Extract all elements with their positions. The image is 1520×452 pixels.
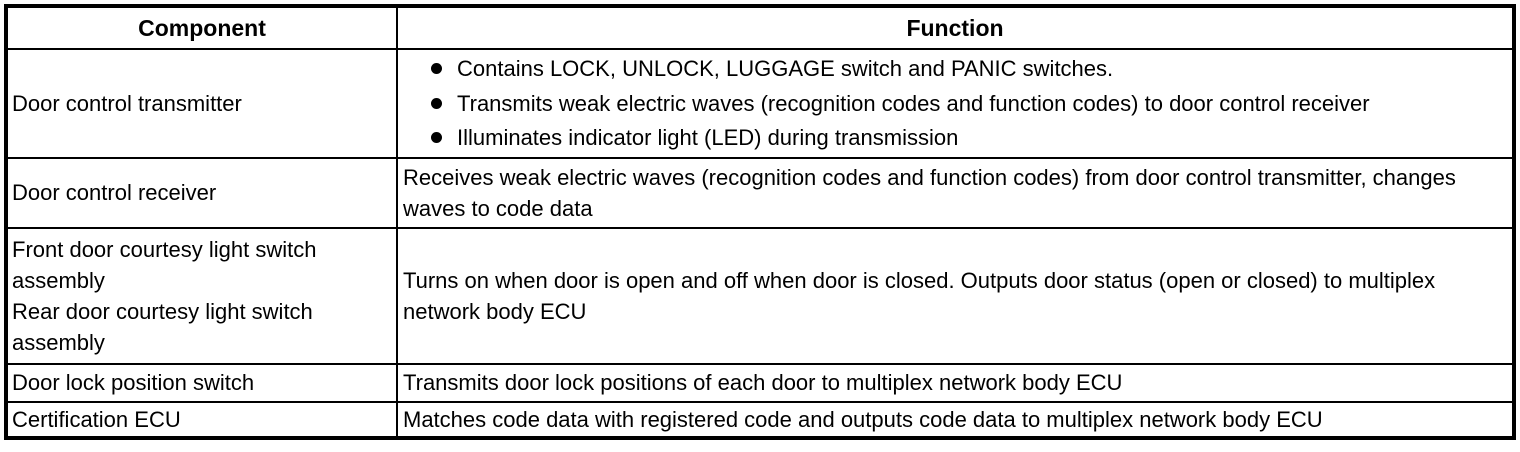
function-text: Transmits weak electric waves (recogniti…	[457, 90, 1370, 116]
component-name: Certification ECU	[12, 406, 181, 432]
table-row-function-courtesy-light-switches: Turns on when door is open and off when …	[396, 227, 1512, 363]
column-header-function: Function	[396, 8, 1512, 48]
component-name: Front door courtesy light switch assembl…	[12, 236, 317, 293]
function-bullet-list: Contains LOCK, UNLOCK, LUGGAGE switch an…	[403, 50, 1506, 157]
component-name: Rear door courtesy light switch assembly	[12, 299, 313, 356]
bullet-icon	[431, 132, 442, 144]
component-function-table: Component Function Door control transmit…	[4, 4, 1516, 440]
component-name: Door control receiver	[12, 180, 217, 206]
table-row-function-certification-ecu: Matches code data with registered code a…	[396, 401, 1512, 436]
bullet-icon	[431, 63, 442, 75]
table-row-component-door-control-transmitter: Door control transmitter	[8, 48, 396, 157]
component-name: Door lock position switch	[12, 370, 255, 396]
component-name: Door control transmitter	[12, 90, 242, 116]
table-row-component-door-control-receiver: Door control receiver	[8, 157, 396, 227]
table-row-component-courtesy-light-switches: Front door courtesy light switch assembl…	[8, 227, 396, 363]
list-item: Illuminates indicator light (LED) during…	[403, 122, 1506, 153]
table-row-component-certification-ecu: Certification ECU	[8, 401, 396, 436]
list-item: Contains LOCK, UNLOCK, LUGGAGE switch an…	[403, 53, 1506, 84]
function-text: Turns on when door is open and off when …	[403, 267, 1436, 324]
table-row-function-door-control-transmitter: Contains LOCK, UNLOCK, LUGGAGE switch an…	[396, 48, 1512, 157]
function-text: Transmits door lock positions of each do…	[403, 370, 1123, 396]
bullet-icon	[431, 97, 442, 109]
function-text: Contains LOCK, UNLOCK, LUGGAGE switch an…	[457, 56, 1114, 82]
table-row-component-door-lock-position-switch: Door lock position switch	[8, 363, 396, 401]
table-row-function-door-lock-position-switch: Transmits door lock positions of each do…	[396, 363, 1512, 401]
table-row-function-door-control-receiver: Receives weak electric waves (recognitio…	[396, 157, 1512, 227]
function-text: Receives weak electric waves (recognitio…	[403, 164, 1456, 221]
function-text: Matches code data with registered code a…	[403, 406, 1323, 432]
list-item: Transmits weak electric waves (recogniti…	[403, 88, 1506, 119]
column-header-component: Component	[138, 14, 266, 41]
function-text: Illuminates indicator light (LED) during…	[457, 125, 959, 151]
